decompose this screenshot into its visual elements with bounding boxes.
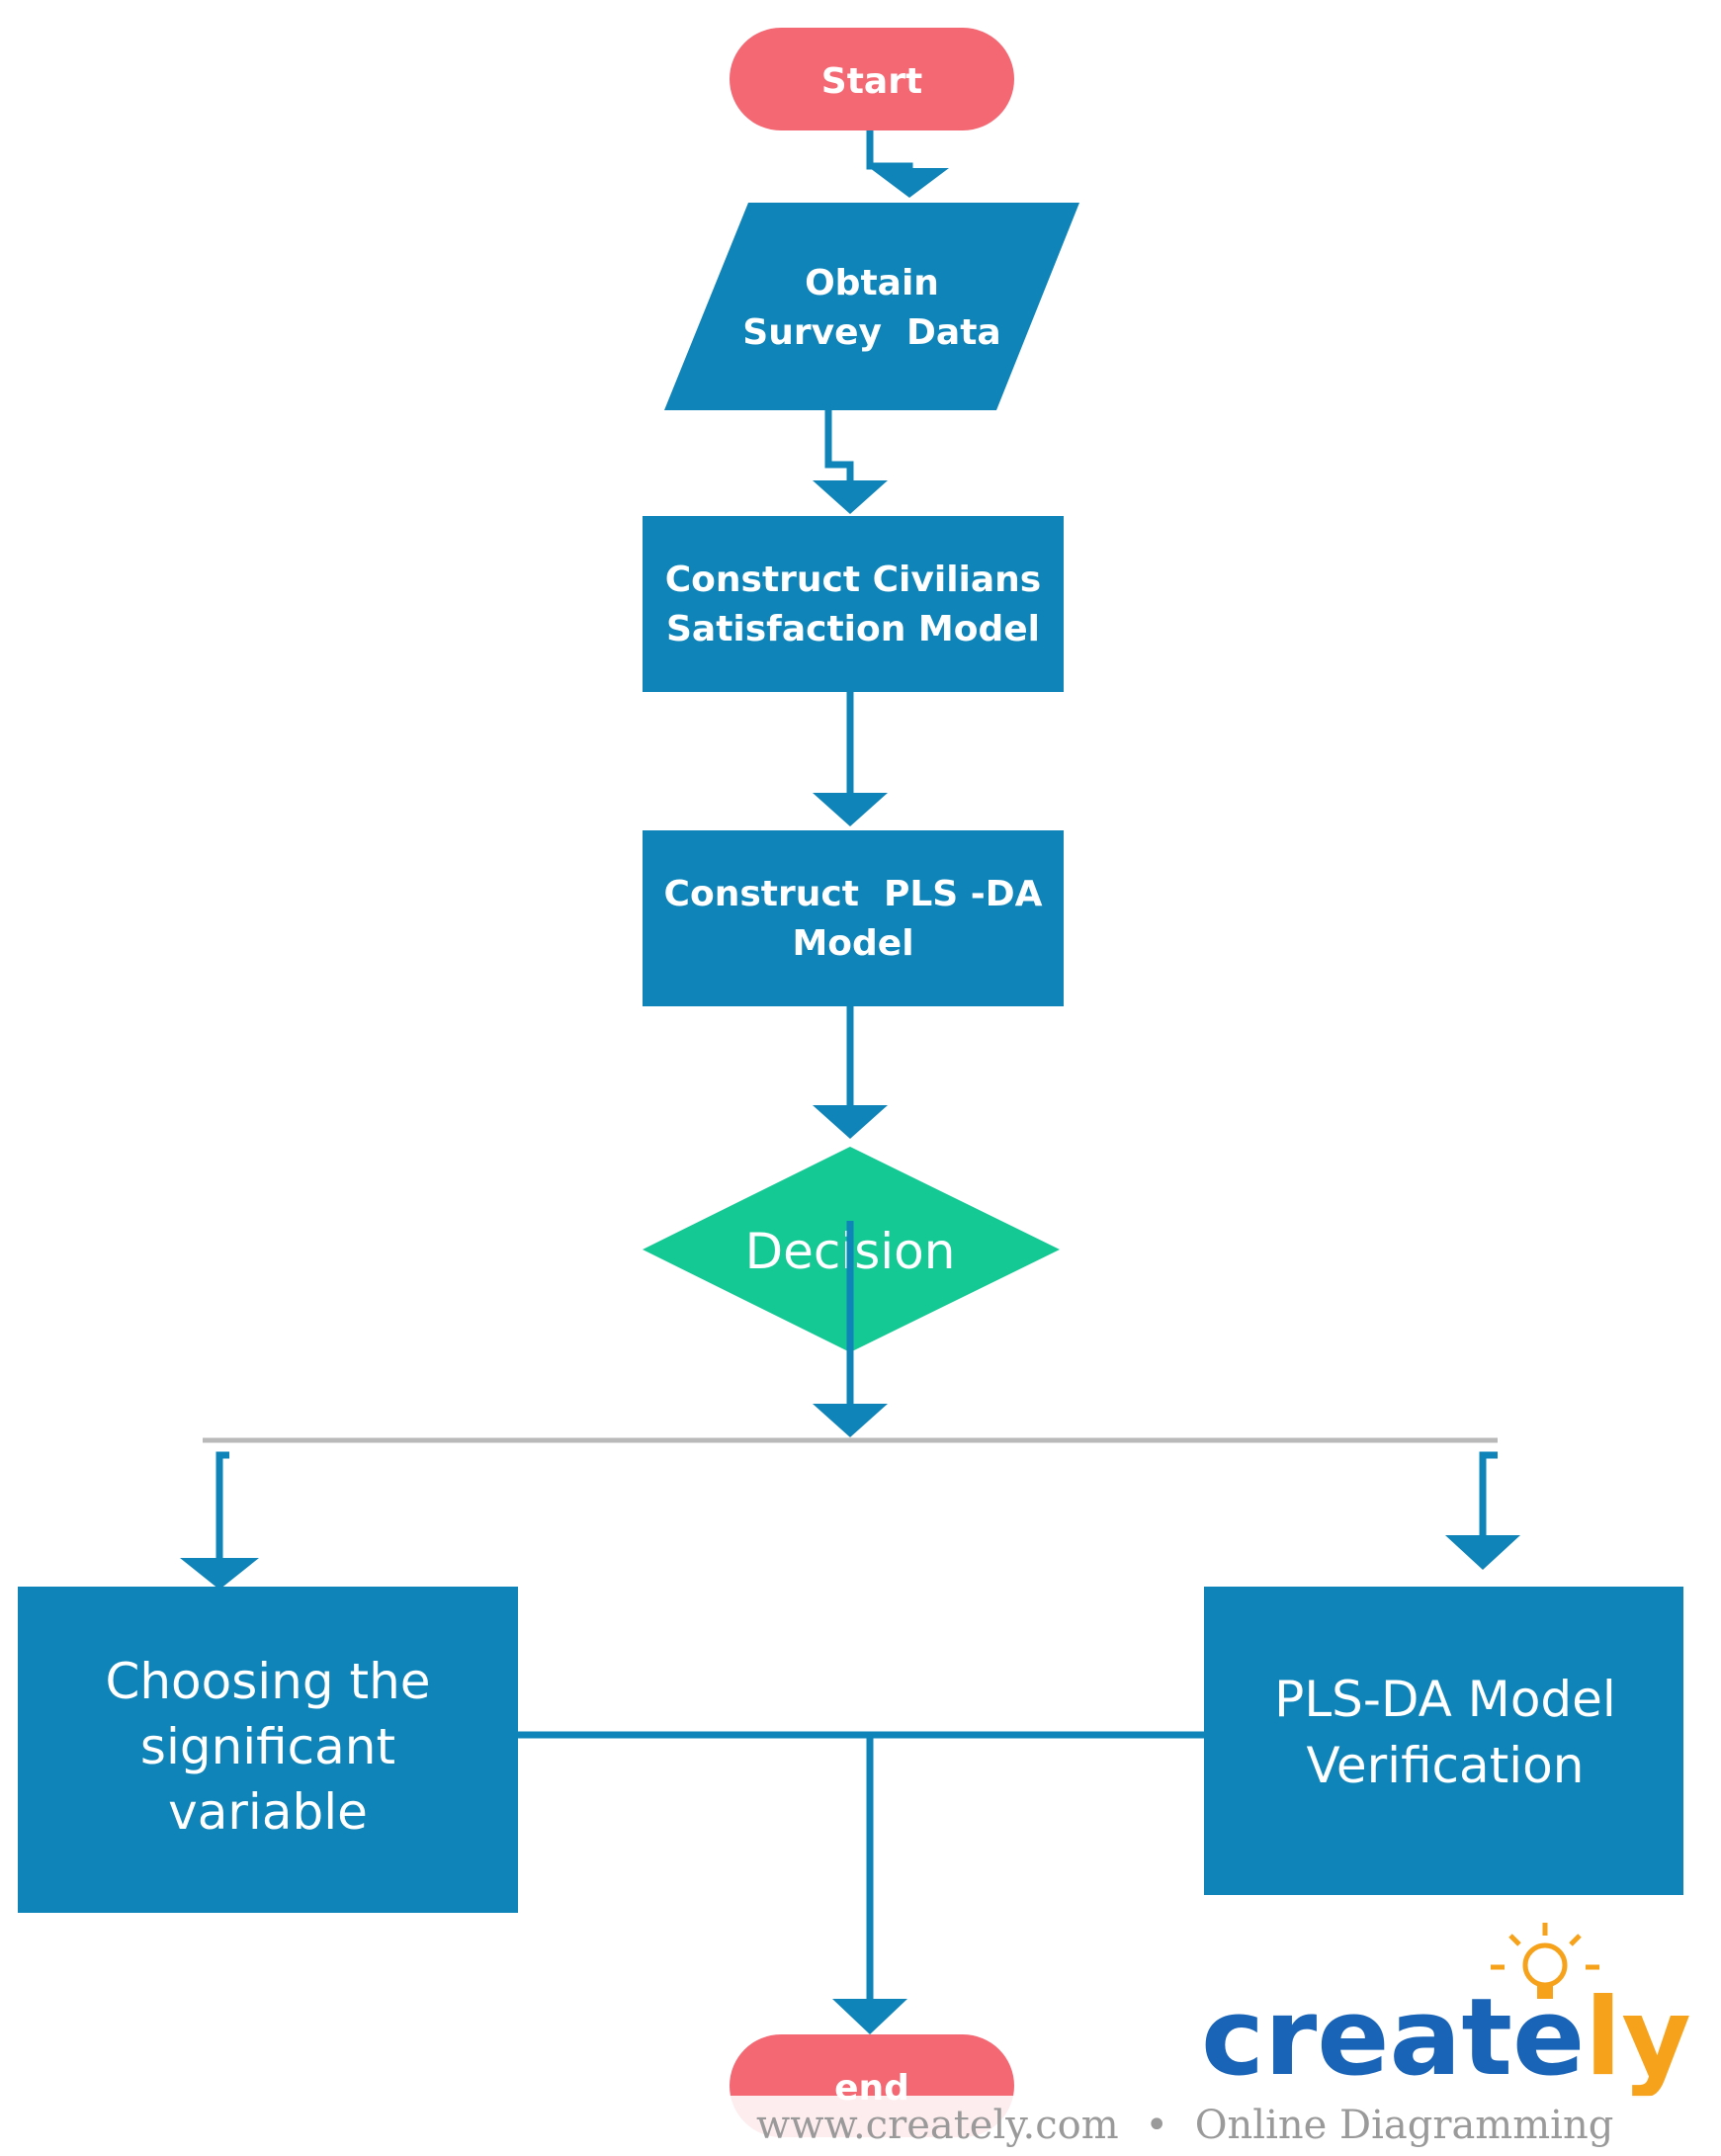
footer-url: www.creately.com xyxy=(756,2103,1119,2148)
connector-bus-right xyxy=(1479,1451,1498,1537)
creately-logo: creately xyxy=(1201,1923,1691,2100)
connector-obtain-model xyxy=(824,410,854,482)
connectors xyxy=(813,129,949,1139)
arrowhead-model xyxy=(813,480,888,514)
obtain-data-line2: Survey Data xyxy=(742,312,1000,353)
lightbulb-icon xyxy=(1491,1923,1599,1999)
verification-line1: PLS-DA Model xyxy=(1274,1671,1616,1728)
footer-tagline: Online Diagramming xyxy=(1195,2103,1614,2148)
choosing-line3: variable xyxy=(168,1783,368,1841)
footer-separator: • xyxy=(1145,2103,1168,2148)
svg-text:creately: creately xyxy=(1201,1976,1691,2100)
construct-plsda-model-node: Construct PLS -DA Model xyxy=(643,830,1064,1006)
logo-accent-text: ly xyxy=(1585,1976,1690,2100)
obtain-data-line1: Obtain xyxy=(805,263,939,303)
construct-model-line2: Satisfaction Model xyxy=(666,609,1040,649)
svg-text:www.creately.com • Onl: www.creately.com • Online Diagramming xyxy=(756,2103,1613,2148)
choosing-line2: significant xyxy=(140,1718,395,1775)
start-terminal: Start xyxy=(730,28,1014,130)
construct-plsda-line1: Construct PLS -DA xyxy=(664,874,1043,914)
footer-backdrop xyxy=(727,2096,1721,2156)
connector-bus-left xyxy=(215,1451,229,1560)
choosing-line1: Choosing the xyxy=(105,1653,430,1710)
plsda-verification-node: PLS-DA Model Verification xyxy=(1204,1587,1683,1895)
verification-line2: Verification xyxy=(1307,1737,1585,1794)
decision-node: Decision xyxy=(643,1147,1060,1437)
obtain-survey-data-node: Obtain Survey Data xyxy=(664,203,1079,410)
construct-plsda-line2: Model xyxy=(792,923,913,964)
arrowhead-choosing xyxy=(180,1558,259,1590)
branch-connectors xyxy=(180,1451,1520,2034)
choosing-variable-node: Choosing the significant variable xyxy=(18,1587,518,1913)
logo-main-text: create xyxy=(1201,1976,1585,2100)
construct-satisfaction-model-node: Construct Civilians Satisfaction Model xyxy=(643,516,1064,692)
arrowhead-verification xyxy=(1445,1535,1520,1570)
arrowhead-plsda xyxy=(813,793,888,826)
construct-model-line1: Construct Civilians xyxy=(665,560,1041,600)
start-label: Start xyxy=(821,61,922,102)
arrowhead-obtain xyxy=(870,168,949,198)
arrowhead-end xyxy=(832,1999,907,2034)
arrowhead-bus xyxy=(813,1404,888,1437)
arrowhead-decision xyxy=(813,1105,888,1139)
